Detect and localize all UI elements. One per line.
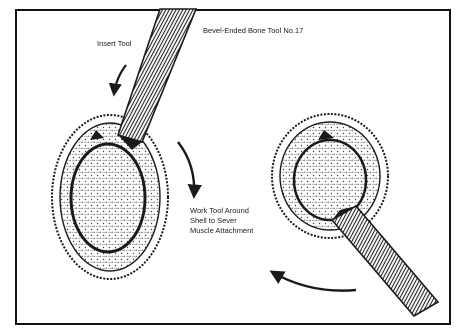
insert-arrow: [114, 65, 126, 94]
left-shell-interior: [71, 144, 145, 252]
right-rotation-arrow: [272, 272, 356, 291]
work-tool-label-line-3: Muscle Attachment: [190, 226, 253, 236]
work-tool-label-line-1: Work Tool Around: [190, 206, 253, 216]
work-tool-label-line-2: Shell to Sever: [190, 216, 253, 226]
work-tool-label: Work Tool Around Shell to Sever Muscle A…: [190, 206, 253, 236]
right-bone-tool: [332, 206, 438, 316]
insert-tool-label: Insert Tool: [97, 39, 131, 49]
tool-name-label: Bevel-Ended Bone Tool No.17: [203, 26, 303, 36]
left-bone-tool: [118, 9, 196, 150]
right-shell-group: [272, 114, 388, 238]
left-shell-group: [52, 115, 168, 279]
left-rotation-arrow: [178, 142, 194, 196]
